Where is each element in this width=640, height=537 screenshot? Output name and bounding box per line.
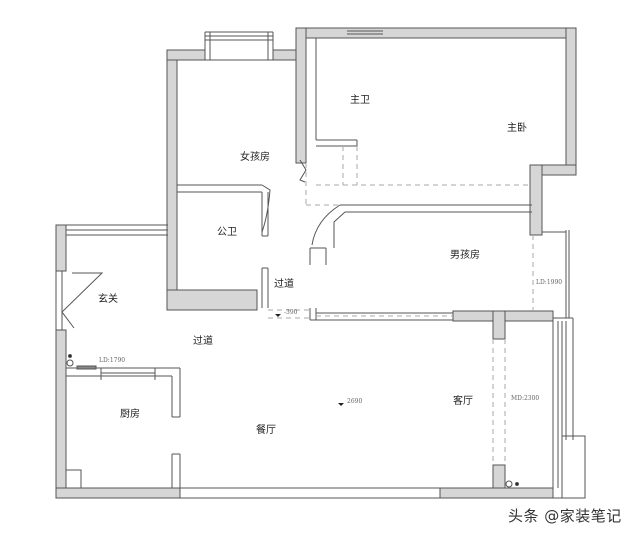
room-label-corridor-upper: 过道 [274, 279, 294, 290]
wall-girls-north-left [166, 49, 206, 61]
room-label-kitchen: 厨房 [120, 409, 140, 420]
room-label-girls-room: 女孩房 [240, 152, 270, 163]
room-label-master-bath: 主卫 [350, 95, 370, 106]
wall-living-south [439, 487, 554, 499]
wall-girls-east [295, 27, 307, 164]
wall-west-lower [55, 329, 67, 499]
room-label-boys-room: 男孩房 [450, 250, 480, 261]
dim-living-door: MD:2300 [511, 395, 540, 402]
wall-entrance-west-upper [55, 224, 67, 272]
wall-living-stub-top [492, 310, 506, 340]
room-label-master-bedroom: 主卧 [507, 123, 527, 134]
room-label-entrance: 玄关 [98, 294, 118, 305]
wall-master-se [529, 164, 543, 236]
wall-master-north [305, 27, 577, 39]
wall-girls-west [166, 49, 178, 309]
dim-kitchen-window: LD:1790 [99, 357, 126, 364]
dim-corridor-level: -390 [284, 309, 298, 316]
room-label-corridor-lower: 过道 [193, 336, 213, 347]
room-label-living-room: 客厅 [453, 396, 473, 407]
room-label-public-bath: 公卫 [217, 227, 237, 238]
wall-public-bath-south [166, 289, 258, 311]
dim-dining-level: 2690 [347, 398, 363, 405]
wall-kitchen-south [55, 487, 181, 499]
wall-master-east [565, 27, 577, 169]
dim-boys-window: LD:1990 [536, 279, 563, 286]
level-marker-dining [338, 403, 344, 406]
room-label-dining-room: 餐厅 [256, 425, 276, 436]
level-marker-corridor [275, 314, 281, 317]
watermark: 头条 @家装笔记 [508, 507, 622, 525]
